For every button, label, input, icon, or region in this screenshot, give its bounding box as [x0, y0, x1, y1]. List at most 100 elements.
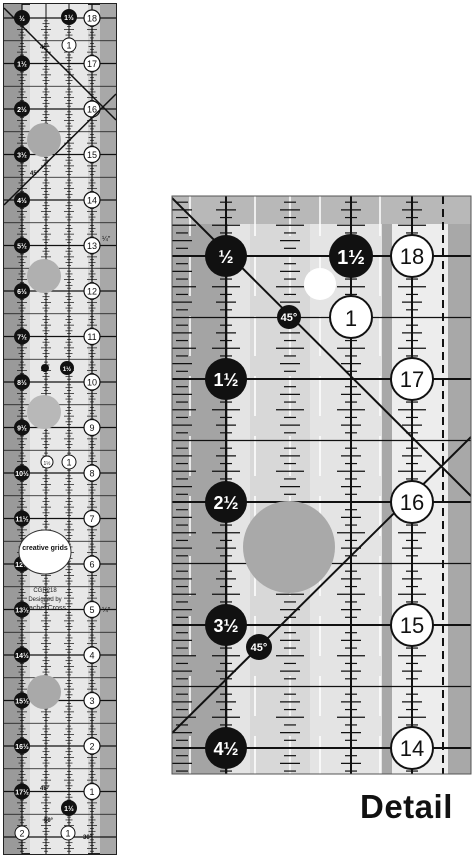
- detail-half-label: 3½: [213, 616, 238, 636]
- model-label: CGR218: [33, 588, 57, 594]
- ruler-stripe-left: [4, 4, 22, 854]
- half-inch-label: 13½: [15, 607, 29, 615]
- detail-half-badge: [205, 235, 247, 277]
- ruler-diagonal-line-top: [3, 7, 117, 121]
- half-inch-badge: [14, 692, 30, 709]
- detail-frame: [171, 195, 472, 775]
- detail-angle-badge: [277, 305, 301, 329]
- detail-inch-badge: [390, 234, 434, 278]
- inch-number: 16: [87, 105, 97, 115]
- top-right-badge: [61, 9, 77, 25]
- designed-by-label: Designed by: [28, 597, 61, 603]
- half-inch-label: 6½: [17, 288, 27, 296]
- inch-number: 9: [89, 423, 94, 433]
- ruler-diagonal-line-upper: [3, 93, 117, 206]
- angle-label: 30°: [83, 835, 93, 841]
- detail-angle-upper: 45°: [281, 312, 298, 324]
- half-inch-label: 8½: [17, 379, 27, 387]
- inch-number-badge: [83, 373, 101, 391]
- inch-number: 15: [87, 150, 97, 160]
- half-inch-badge: [14, 55, 30, 72]
- brand-logo-text: creative grids: [22, 545, 68, 552]
- designer-label: Rachel Cross: [24, 605, 67, 612]
- bottom-right-badge-label: 1½: [64, 805, 74, 813]
- ruler-1-badge: [61, 454, 77, 470]
- inch-number: 1: [89, 787, 94, 797]
- half-inch-badge: [14, 419, 30, 436]
- half-inch-label: 9½: [17, 425, 27, 433]
- detail-inch-number: 14: [400, 736, 424, 761]
- half-inch-label: 16½: [15, 743, 29, 751]
- inch-number-badge: [83, 418, 101, 437]
- ruler-1-badge: [60, 825, 76, 841]
- detail-inch-number: 18: [400, 244, 424, 269]
- quarter-mark-label: ¼": [102, 607, 111, 614]
- detail-half-badge: [205, 358, 247, 400]
- small-badge-label: 1½: [63, 366, 71, 373]
- detail-inner-number-label: 1: [345, 306, 357, 331]
- inch-number-badge: [83, 555, 101, 573]
- half-inch-label: ½: [19, 15, 25, 23]
- small-white-badge: [40, 455, 54, 469]
- detail-inner-number: [329, 295, 373, 339]
- ruler-1-badge: [61, 37, 77, 53]
- ruler-1-label: 1: [65, 829, 70, 839]
- angle-label: 45°: [40, 786, 50, 792]
- half-inch-label: 7½: [17, 334, 27, 342]
- half-inch-badge: [14, 783, 30, 800]
- detail-half-badge: [205, 727, 247, 769]
- ruler-stripe-right: [100, 4, 116, 854]
- inch-number: 8: [89, 469, 94, 479]
- bottom-right-badge: [61, 800, 77, 816]
- half-inch-badge: [14, 374, 30, 390]
- half-inch-badge: [14, 738, 30, 754]
- detail-inch-badge: [390, 726, 434, 770]
- inch-number-badge: [83, 191, 101, 209]
- ruler-1-label: 1: [66, 458, 71, 468]
- inch-number-badge: [83, 737, 101, 755]
- inch-number-badge: [83, 236, 101, 255]
- inch-number: 13: [87, 241, 97, 251]
- ruler-2-badge: [14, 825, 30, 841]
- half-inch-label: 2½: [17, 106, 27, 114]
- inch-number: 4: [89, 651, 94, 661]
- inch-number: 3: [89, 696, 94, 706]
- half-inch-badge: [14, 601, 30, 618]
- inch-number: 11: [87, 332, 96, 342]
- half-inch-badge: [14, 510, 30, 527]
- top-right-badge-label: 1½: [64, 14, 74, 22]
- inch-number: 6: [89, 560, 94, 570]
- small-badge: [60, 361, 74, 375]
- quarter-mark-label: ¼": [102, 236, 111, 243]
- ruler-grey-dot: [27, 123, 61, 157]
- half-inch-badge: [14, 465, 30, 481]
- detail-half-label: ½: [218, 247, 233, 267]
- ruler-badges: 18½171½162½153½144½135½126½117½108½99½81…: [14, 9, 101, 801]
- half-inch-label: 1½: [17, 61, 27, 69]
- ruler-grey-dot: [27, 259, 61, 293]
- inch-number-badge: [83, 282, 101, 300]
- detail-top-badge: [329, 234, 373, 278]
- inch-number-badge: [83, 646, 101, 664]
- detail-angle-badge: [246, 634, 272, 660]
- detail-half-label: 4½: [213, 739, 238, 759]
- angle-label: 45°: [40, 45, 50, 51]
- brand-logo: [18, 529, 72, 575]
- half-inch-label: 12½: [15, 561, 29, 569]
- inch-number: 17: [87, 59, 97, 69]
- ruler-grey-dot: [27, 395, 61, 429]
- detail-stripe: [250, 196, 310, 774]
- detail-half-label: 2½: [213, 493, 238, 513]
- ruler-1-label: 1: [66, 41, 71, 51]
- half-inch-badge: [14, 237, 30, 254]
- detail-angle-lower: 45°: [251, 642, 268, 654]
- inch-number-badge: [83, 464, 101, 482]
- inch-number-badge: [83, 782, 101, 801]
- detail-caption: Detail: [360, 788, 453, 825]
- inch-number-badge: [83, 54, 101, 73]
- half-inch-label: 10½: [15, 470, 29, 478]
- half-inch-label: 14½: [15, 652, 29, 660]
